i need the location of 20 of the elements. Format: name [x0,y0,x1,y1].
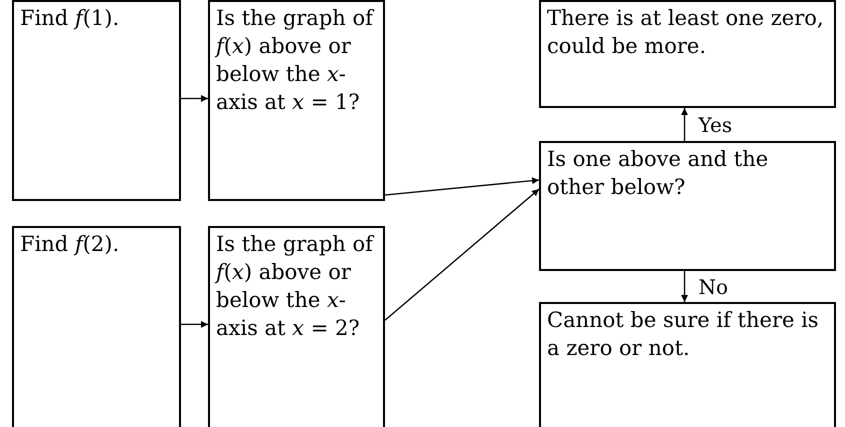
process-box [12,226,181,427]
process-box [539,141,836,271]
arrow [384,188,540,321]
arrow [181,320,208,328]
process-box [539,0,836,108]
process-box [12,0,181,201]
arrow [181,95,208,102]
process-box [208,226,385,427]
box-text: There is at least one zero, could be more. [547,5,825,60]
box-text: Cannot be sure if there is a zero or not. [547,307,820,362]
box-text: Is one above and the other below? [547,146,770,201]
process-box [539,302,836,427]
box-text: Is the graph of f(x) above or below the x-axis at x = 2? [216,231,376,342]
box-text: Find f(2). [20,231,120,258]
box-text: Is the graph of f(x) above or below the x-axis at x = 1? [216,5,376,116]
arrow [681,271,688,302]
box-text: Find f(1). [20,5,120,32]
arrow [384,177,540,196]
arrow [681,108,688,141]
process-box [208,0,385,201]
